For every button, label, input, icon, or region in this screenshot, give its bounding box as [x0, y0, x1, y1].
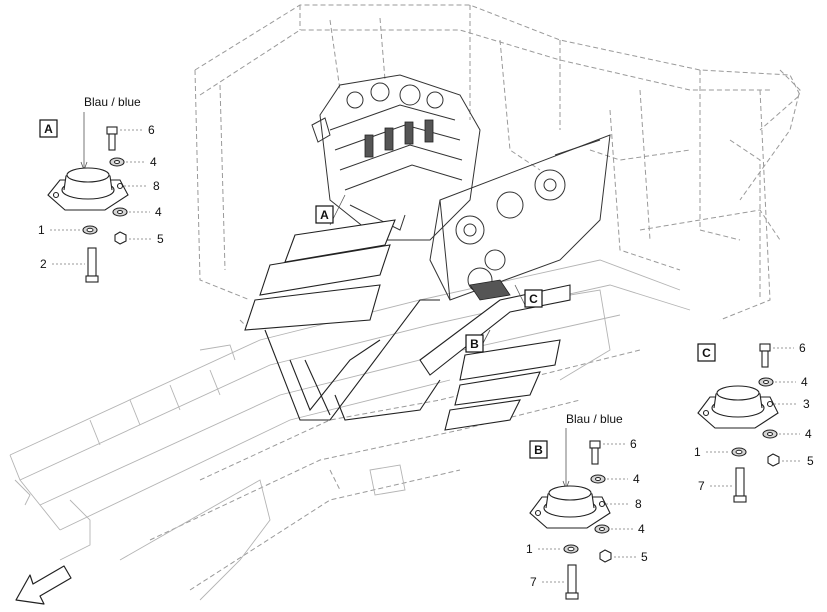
callout-box-a-main: A: [315, 205, 334, 224]
detail-b-washer-4-top: [590, 474, 606, 484]
detail-c-spacer-1: [731, 447, 747, 457]
detail-a-label-8: 8: [153, 179, 160, 193]
engine-assembly: [311, 74, 481, 241]
svg-text:A: A: [320, 208, 329, 222]
detail-b-label-box: B: [529, 440, 548, 459]
detail-c-rubber-mount-3: [697, 385, 779, 429]
detail-c-washer-4-top: [758, 377, 774, 387]
detail-a-bolt-6: [106, 126, 118, 151]
detail-c-label-4-top: 4: [801, 375, 808, 389]
direction-arrow-icon: [15, 565, 72, 605]
detail-c: C 6 4 3 4: [694, 341, 814, 503]
detail-a: A Blau / blue 6 4 8: [38, 95, 164, 283]
detail-b-bolt-7: [565, 564, 579, 600]
detail-b-label-6: 6: [630, 437, 637, 451]
detail-b-rubber-mount-8: [529, 485, 611, 529]
detail-c-label-3: 3: [803, 397, 810, 411]
detail-a-label-box: A: [39, 119, 58, 138]
callout-box-b-main: B: [465, 334, 484, 353]
mount-zone-b: [444, 339, 561, 431]
detail-b-label-8: 8: [635, 497, 642, 511]
detail-c-label-box: C: [697, 343, 716, 362]
detail-b-bolt-6: [589, 440, 601, 465]
detail-a-label-5: 5: [157, 232, 164, 246]
detail-c-label-6: 6: [799, 341, 806, 355]
detail-b: B Blau / blue 6 4 8: [526, 412, 648, 600]
detail-c-label-4-lower: 4: [805, 427, 812, 441]
callout-box-c-main: C: [524, 289, 543, 308]
detail-c-bolt-6: [759, 343, 771, 368]
svg-text:A: A: [44, 122, 53, 136]
transmission-housing: [429, 134, 611, 301]
detail-c-washer-4-lower: [762, 429, 778, 439]
detail-c-label-5: 5: [807, 454, 814, 468]
detail-b-nut-5: [599, 549, 612, 563]
detail-a-label-1: 1: [38, 223, 45, 237]
detail-b-label-1: 1: [526, 542, 533, 556]
detail-b-washer-4-lower: [594, 524, 610, 534]
detail-a-washer-4-lower: [112, 207, 128, 217]
detail-a-label-4-top: 4: [150, 155, 157, 169]
detail-a-label-6: 6: [148, 123, 155, 137]
detail-a-spacer-1: [82, 225, 98, 235]
detail-a-bolt-2: [85, 247, 99, 283]
detail-c-label-1: 1: [694, 445, 701, 459]
callout-c-leader: [514, 284, 526, 306]
svg-text:C: C: [702, 346, 711, 360]
svg-text:B: B: [534, 443, 543, 457]
detail-a-washer-4-top: [109, 157, 125, 167]
detail-c-bolt-7: [733, 467, 747, 503]
detail-a-rubber-mount-8: [47, 167, 129, 211]
chassis-frame: [9, 4, 801, 601]
detail-a-color-note: Blau / blue: [84, 95, 141, 109]
detail-a-label-2: 2: [40, 257, 47, 271]
detail-b-label-7: 7: [530, 575, 537, 589]
detail-b-label-4-top: 4: [633, 472, 640, 486]
mount-zone-a: [244, 219, 396, 331]
mount-outline-frame: [264, 299, 441, 421]
detail-a-nut-5: [114, 231, 127, 245]
detail-c-nut-5: [767, 453, 780, 467]
detail-b-color-note: Blau / blue: [566, 412, 623, 426]
detail-b-label-4-lower: 4: [638, 522, 645, 536]
detail-b-spacer-1: [563, 544, 579, 554]
svg-text:C: C: [529, 292, 538, 306]
detail-c-label-7: 7: [698, 479, 705, 493]
svg-text:B: B: [470, 337, 479, 351]
detail-a-label-4-lower: 4: [155, 205, 162, 219]
detail-b-label-5: 5: [641, 550, 648, 564]
